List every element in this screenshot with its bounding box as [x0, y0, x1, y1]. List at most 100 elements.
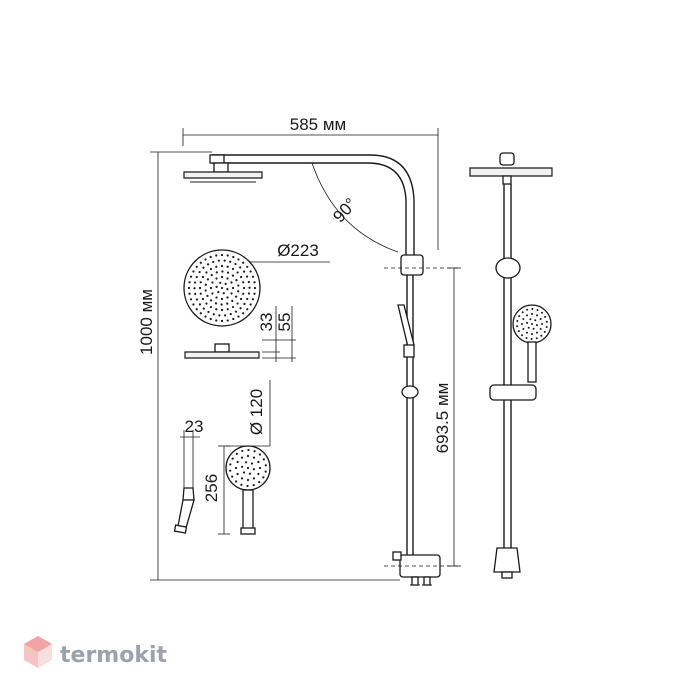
head-diameter-label: Ø223	[277, 241, 319, 260]
nozzle-dot	[248, 472, 252, 475]
nozzle-dot	[240, 456, 244, 459]
nozzle-dot	[211, 281, 214, 284]
nozzle-dot	[262, 476, 265, 479]
nozzle-dot	[242, 292, 245, 295]
nozzle-dot	[535, 323, 538, 326]
nozzle-dot	[212, 313, 215, 316]
nozzle-dot	[229, 312, 232, 316]
nozzle-dot	[226, 302, 229, 305]
head-height-b-label: 55	[275, 313, 294, 332]
width-dimension: 585 мм	[182, 115, 439, 250]
nozzle-dot	[224, 282, 227, 285]
nozzle-dot	[241, 449, 244, 453]
nozzle-dot	[226, 271, 230, 274]
nozzle-dot	[264, 470, 267, 473]
nozzle-dot	[545, 325, 548, 328]
nozzle-dot	[215, 254, 218, 257]
nozzle-dot	[209, 267, 213, 271]
nozzle-dot	[239, 266, 242, 269]
hand-diameter-label: Ø 120	[247, 389, 266, 435]
nozzle-dot	[531, 308, 534, 310]
nozzle-dot	[215, 265, 218, 268]
nozzle-dot	[229, 260, 232, 263]
nozzle-dot	[250, 462, 254, 465]
nozzle-dot	[517, 330, 520, 333]
nozzle-dot	[189, 275, 193, 278]
nozzle-dot	[245, 275, 249, 278]
nozzle-dot	[199, 281, 202, 284]
nozzle-dot	[242, 286, 246, 290]
hand-width-label: 23	[185, 417, 204, 436]
nozzle-dot	[231, 299, 234, 303]
nozzle-dot	[221, 270, 224, 273]
nozzle-dot	[220, 319, 224, 323]
nozzle-dot	[206, 278, 210, 281]
nozzle-dot	[231, 457, 234, 460]
nozzle-dot	[231, 305, 235, 309]
nozzle-dot	[236, 460, 239, 464]
nozzle-dot	[189, 298, 193, 301]
nozzle-dot	[220, 264, 224, 268]
nozzle-dot	[215, 308, 218, 311]
nozzle-dot	[251, 275, 255, 278]
nozzle-dot	[252, 483, 255, 487]
nozzle-dot	[235, 279, 238, 282]
nozzle-dot	[242, 471, 246, 474]
nozzle-dot	[531, 333, 533, 335]
nozzle-dot	[236, 302, 239, 305]
nozzle-dot	[234, 262, 237, 266]
nozzle-dot	[252, 477, 256, 480]
nozzle-dot	[195, 275, 198, 279]
nozzle-dot	[192, 303, 195, 306]
nozzle-dot	[220, 275, 224, 279]
nozzle-dot	[204, 315, 207, 318]
nozzle-dot	[237, 290, 240, 293]
nozzle-dot	[522, 318, 525, 320]
nozzle-dot	[253, 286, 257, 290]
nozzle-dot	[219, 281, 222, 284]
nozzle-dot	[539, 328, 542, 330]
nozzle-dot	[201, 275, 205, 279]
nozzle-dot	[195, 265, 198, 268]
nozzle-dot	[253, 281, 256, 284]
nozzle-dot	[204, 283, 207, 286]
angle-label: 90°	[329, 194, 360, 226]
nozzle-dot	[209, 255, 212, 259]
nozzle-dot	[246, 466, 250, 470]
nozzle-dot	[226, 254, 229, 257]
front-hand-shower-nozzles	[516, 308, 548, 340]
nozzle-dot	[226, 296, 229, 299]
width-label: 585 мм	[290, 115, 346, 134]
cube-logo-icon	[24, 636, 52, 668]
nozzle-dot	[210, 273, 213, 277]
nozzle-dot	[246, 265, 249, 268]
nozzle-dot	[247, 292, 251, 295]
nozzle-dot	[262, 458, 265, 461]
nozzle-dot	[540, 334, 543, 337]
nozzle-dot	[231, 274, 235, 277]
hand-shower-nozzles	[229, 448, 267, 488]
front-view	[469, 152, 553, 579]
nozzle-dot	[516, 325, 519, 328]
nozzle-dot	[209, 286, 213, 290]
nozzle-dot	[231, 286, 235, 290]
nozzle-dot	[215, 271, 218, 274]
nozzle-dot	[237, 258, 240, 261]
nozzle-dot	[258, 453, 262, 456]
nozzle-dot	[251, 298, 255, 301]
nozzle-dot	[229, 469, 232, 472]
nozzle-dot	[246, 297, 249, 301]
nozzle-dot	[226, 319, 229, 322]
nozzle-dot	[232, 255, 235, 259]
nozzle-dot	[220, 297, 224, 301]
nozzle-dot	[240, 477, 244, 480]
nozzle-dot	[199, 261, 202, 264]
nozzle-dot	[202, 307, 205, 310]
nozzle-dot	[237, 284, 240, 287]
nozzle-dot	[234, 466, 238, 470]
nozzle-dot	[247, 280, 250, 284]
nozzle-dot	[257, 472, 260, 476]
nozzle-dot	[239, 297, 243, 301]
nozzle-dot	[204, 289, 207, 292]
